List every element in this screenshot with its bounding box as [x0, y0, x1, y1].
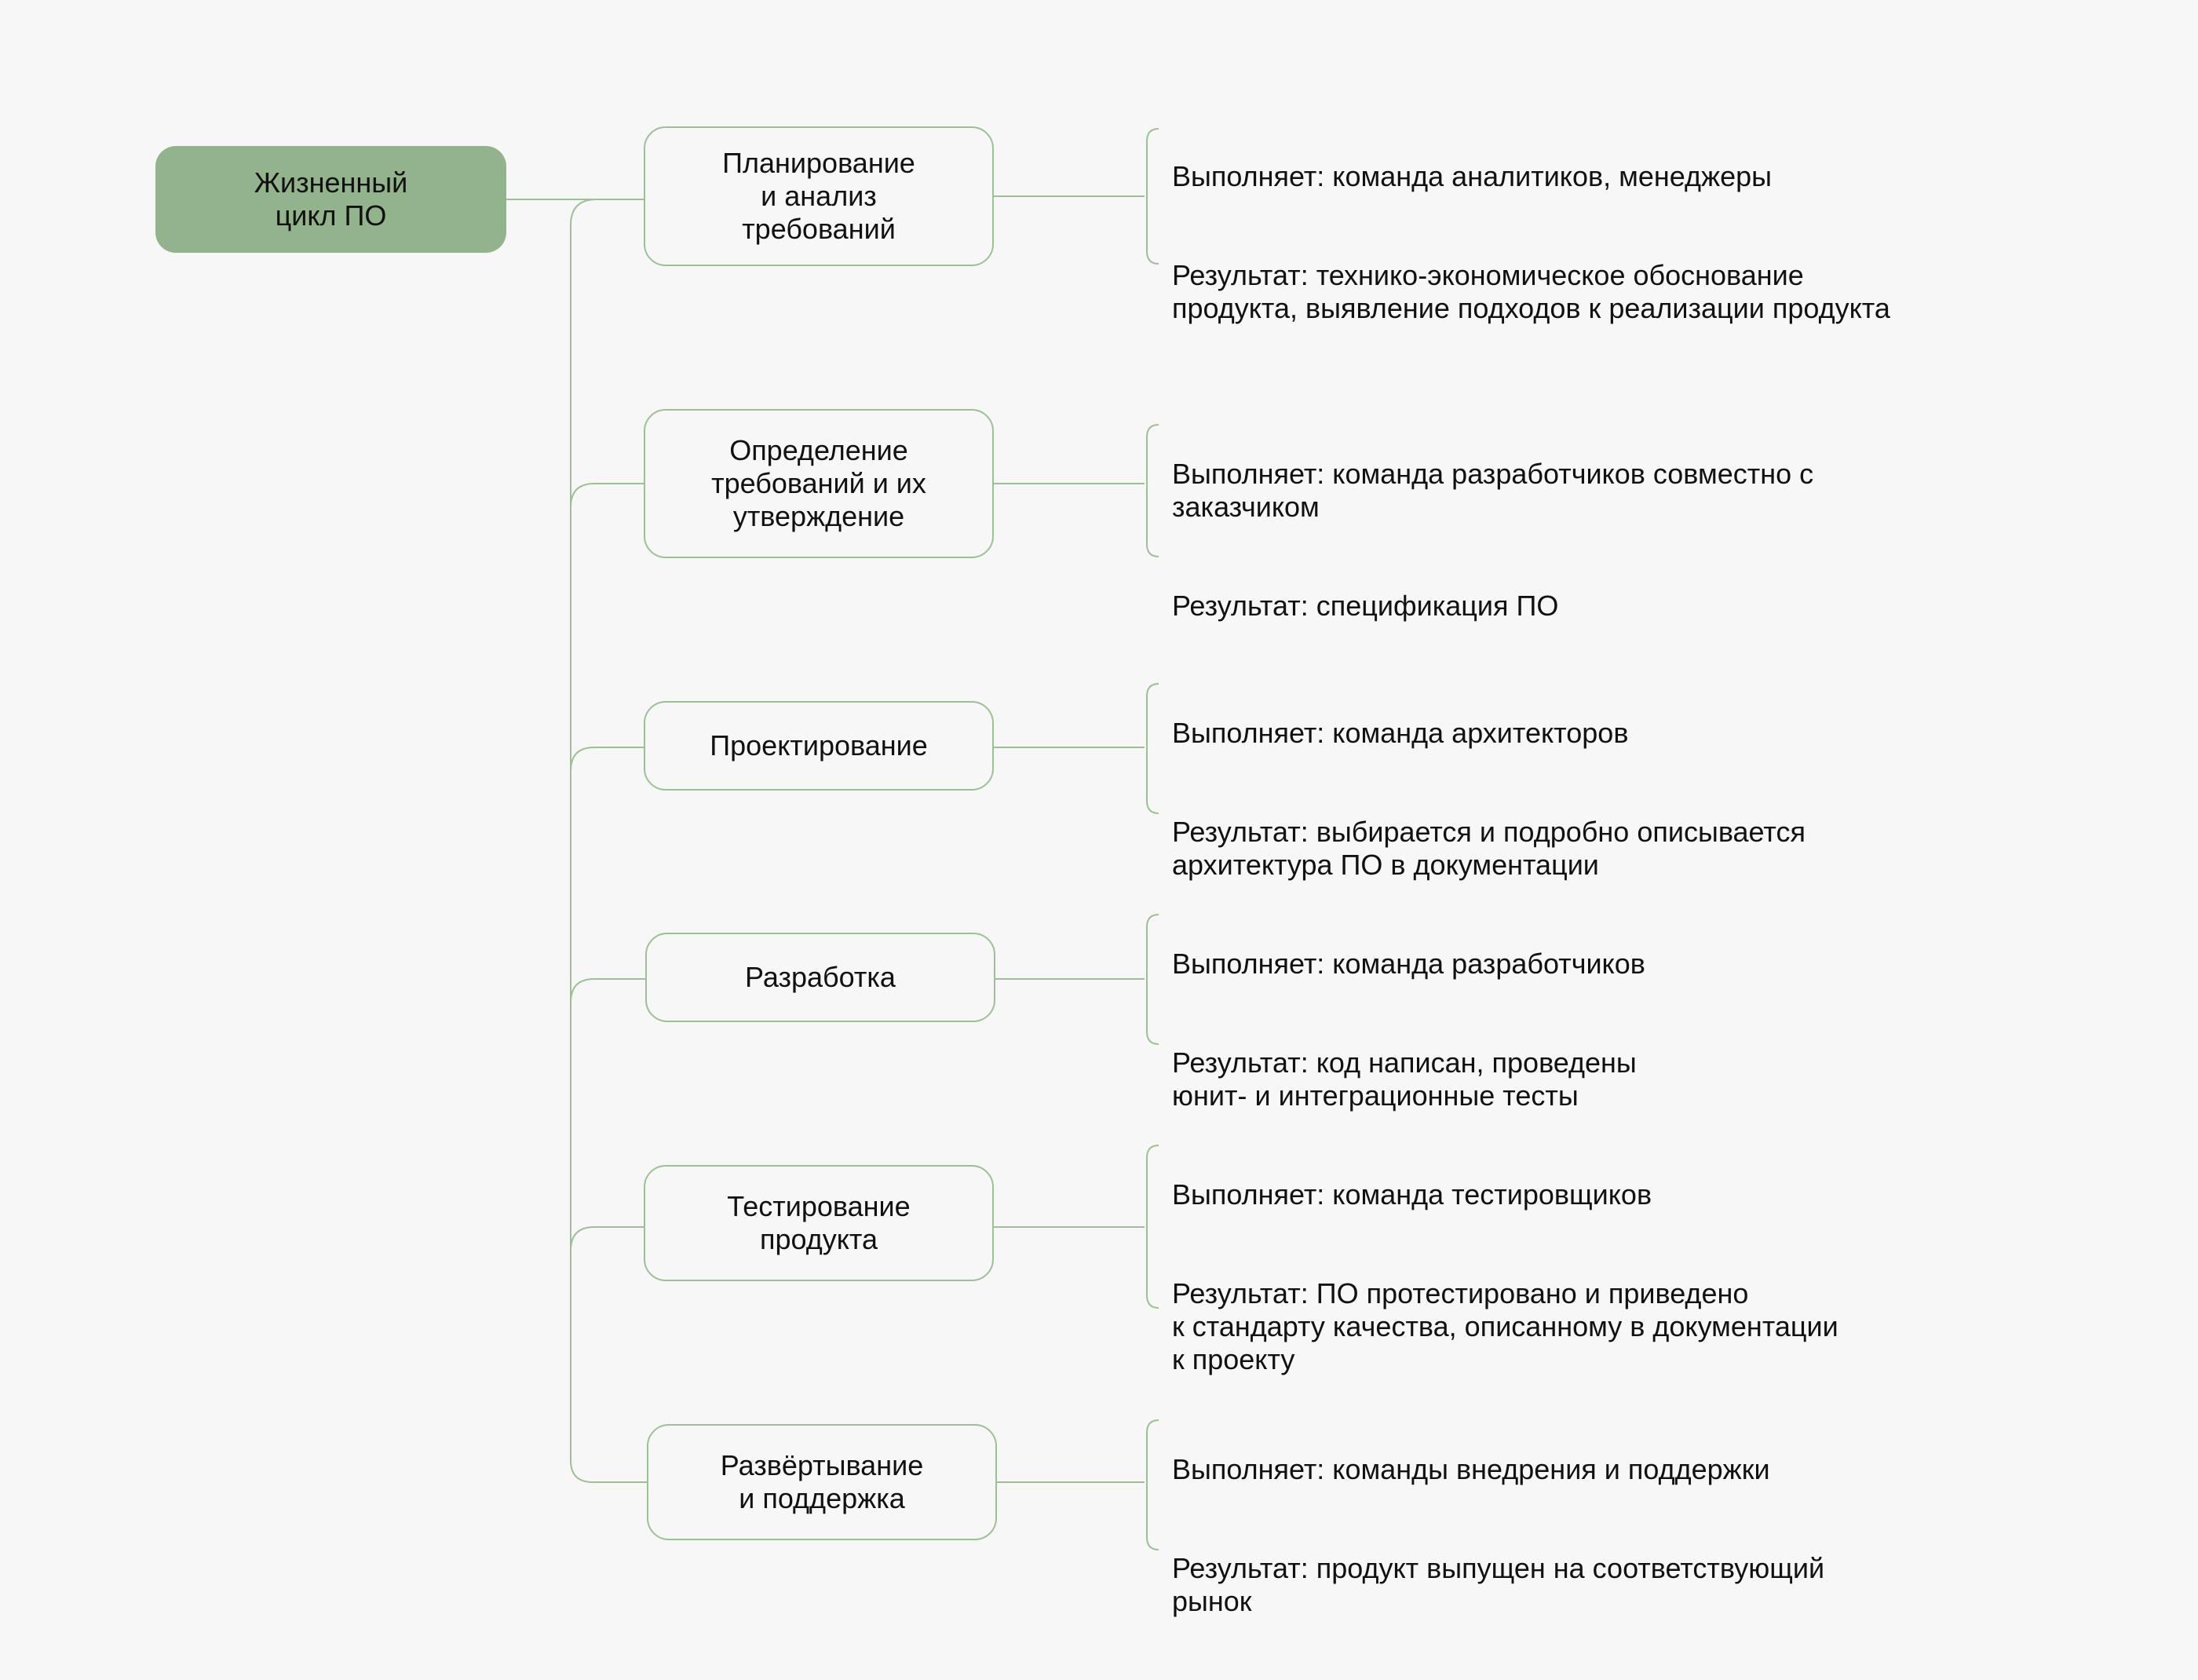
- stage-info-requirements: Выполняет: команда разработчиков совмест…: [1172, 425, 1813, 656]
- bracket-2: [1146, 424, 1159, 557]
- stage-info-planning: Выполняет: команда аналитиков, менеджеры…: [1172, 127, 1890, 358]
- stage-node-design: Проектирование: [644, 701, 994, 791]
- trunk-line: [570, 199, 647, 1483]
- stage-info-design: Выполняет: команда архитекторов Результа…: [1172, 684, 1806, 915]
- bracket-6: [1146, 1419, 1159, 1550]
- result-text: Результат: спецификация ПО: [1172, 590, 1559, 622]
- bracket-3: [1146, 683, 1159, 814]
- stage-node-deployment: Развёртывание и поддержка: [647, 1424, 997, 1540]
- bracket-4: [1146, 914, 1159, 1045]
- branch-4: [570, 978, 645, 1003]
- branch-2: [570, 483, 644, 508]
- performer-text: Выполняет: команда разработчиков: [1172, 948, 1645, 980]
- branch-5: [570, 1226, 644, 1251]
- performer-text: Выполняет: команды внедрения и поддержки: [1172, 1453, 1770, 1485]
- performer-text: Выполняет: команда разработчиков совмест…: [1172, 458, 1814, 523]
- stage-node-planning: Планирование и анализ требований: [644, 126, 994, 266]
- result-text: Результат: ПО протестировано и приведено…: [1172, 1277, 1838, 1375]
- stage-info-testing: Выполняет: команда тестировщиков Результ…: [1172, 1145, 1838, 1409]
- result-text: Результат: технико-экономическое обоснов…: [1172, 259, 1890, 324]
- bracket-5: [1146, 1145, 1159, 1309]
- result-text: Результат: код написан, проведены юнит- …: [1172, 1046, 1637, 1112]
- stage-info-deployment: Выполняет: команды внедрения и поддержки…: [1172, 1420, 1824, 1651]
- stage-node-testing: Тестирование продукта: [644, 1165, 994, 1281]
- stage-node-development: Разработка: [645, 933, 995, 1022]
- performer-text: Выполняет: команда архитекторов: [1172, 717, 1629, 749]
- performer-text: Выполняет: команда аналитиков, менеджеры: [1172, 160, 1772, 192]
- result-text: Результат: выбирается и подробно описыва…: [1172, 816, 1806, 881]
- stage-node-requirements: Определение требований и их утверждение: [644, 409, 994, 558]
- result-text: Результат: продукт выпущен на соответств…: [1172, 1552, 1825, 1617]
- bracket-1: [1146, 128, 1159, 265]
- performer-text: Выполняет: команда тестировщиков: [1172, 1178, 1652, 1211]
- branch-3: [570, 747, 644, 772]
- stage-info-development: Выполняет: команда разработчиков Результ…: [1172, 915, 1645, 1145]
- root-node: Жизненный цикл ПО: [155, 146, 506, 253]
